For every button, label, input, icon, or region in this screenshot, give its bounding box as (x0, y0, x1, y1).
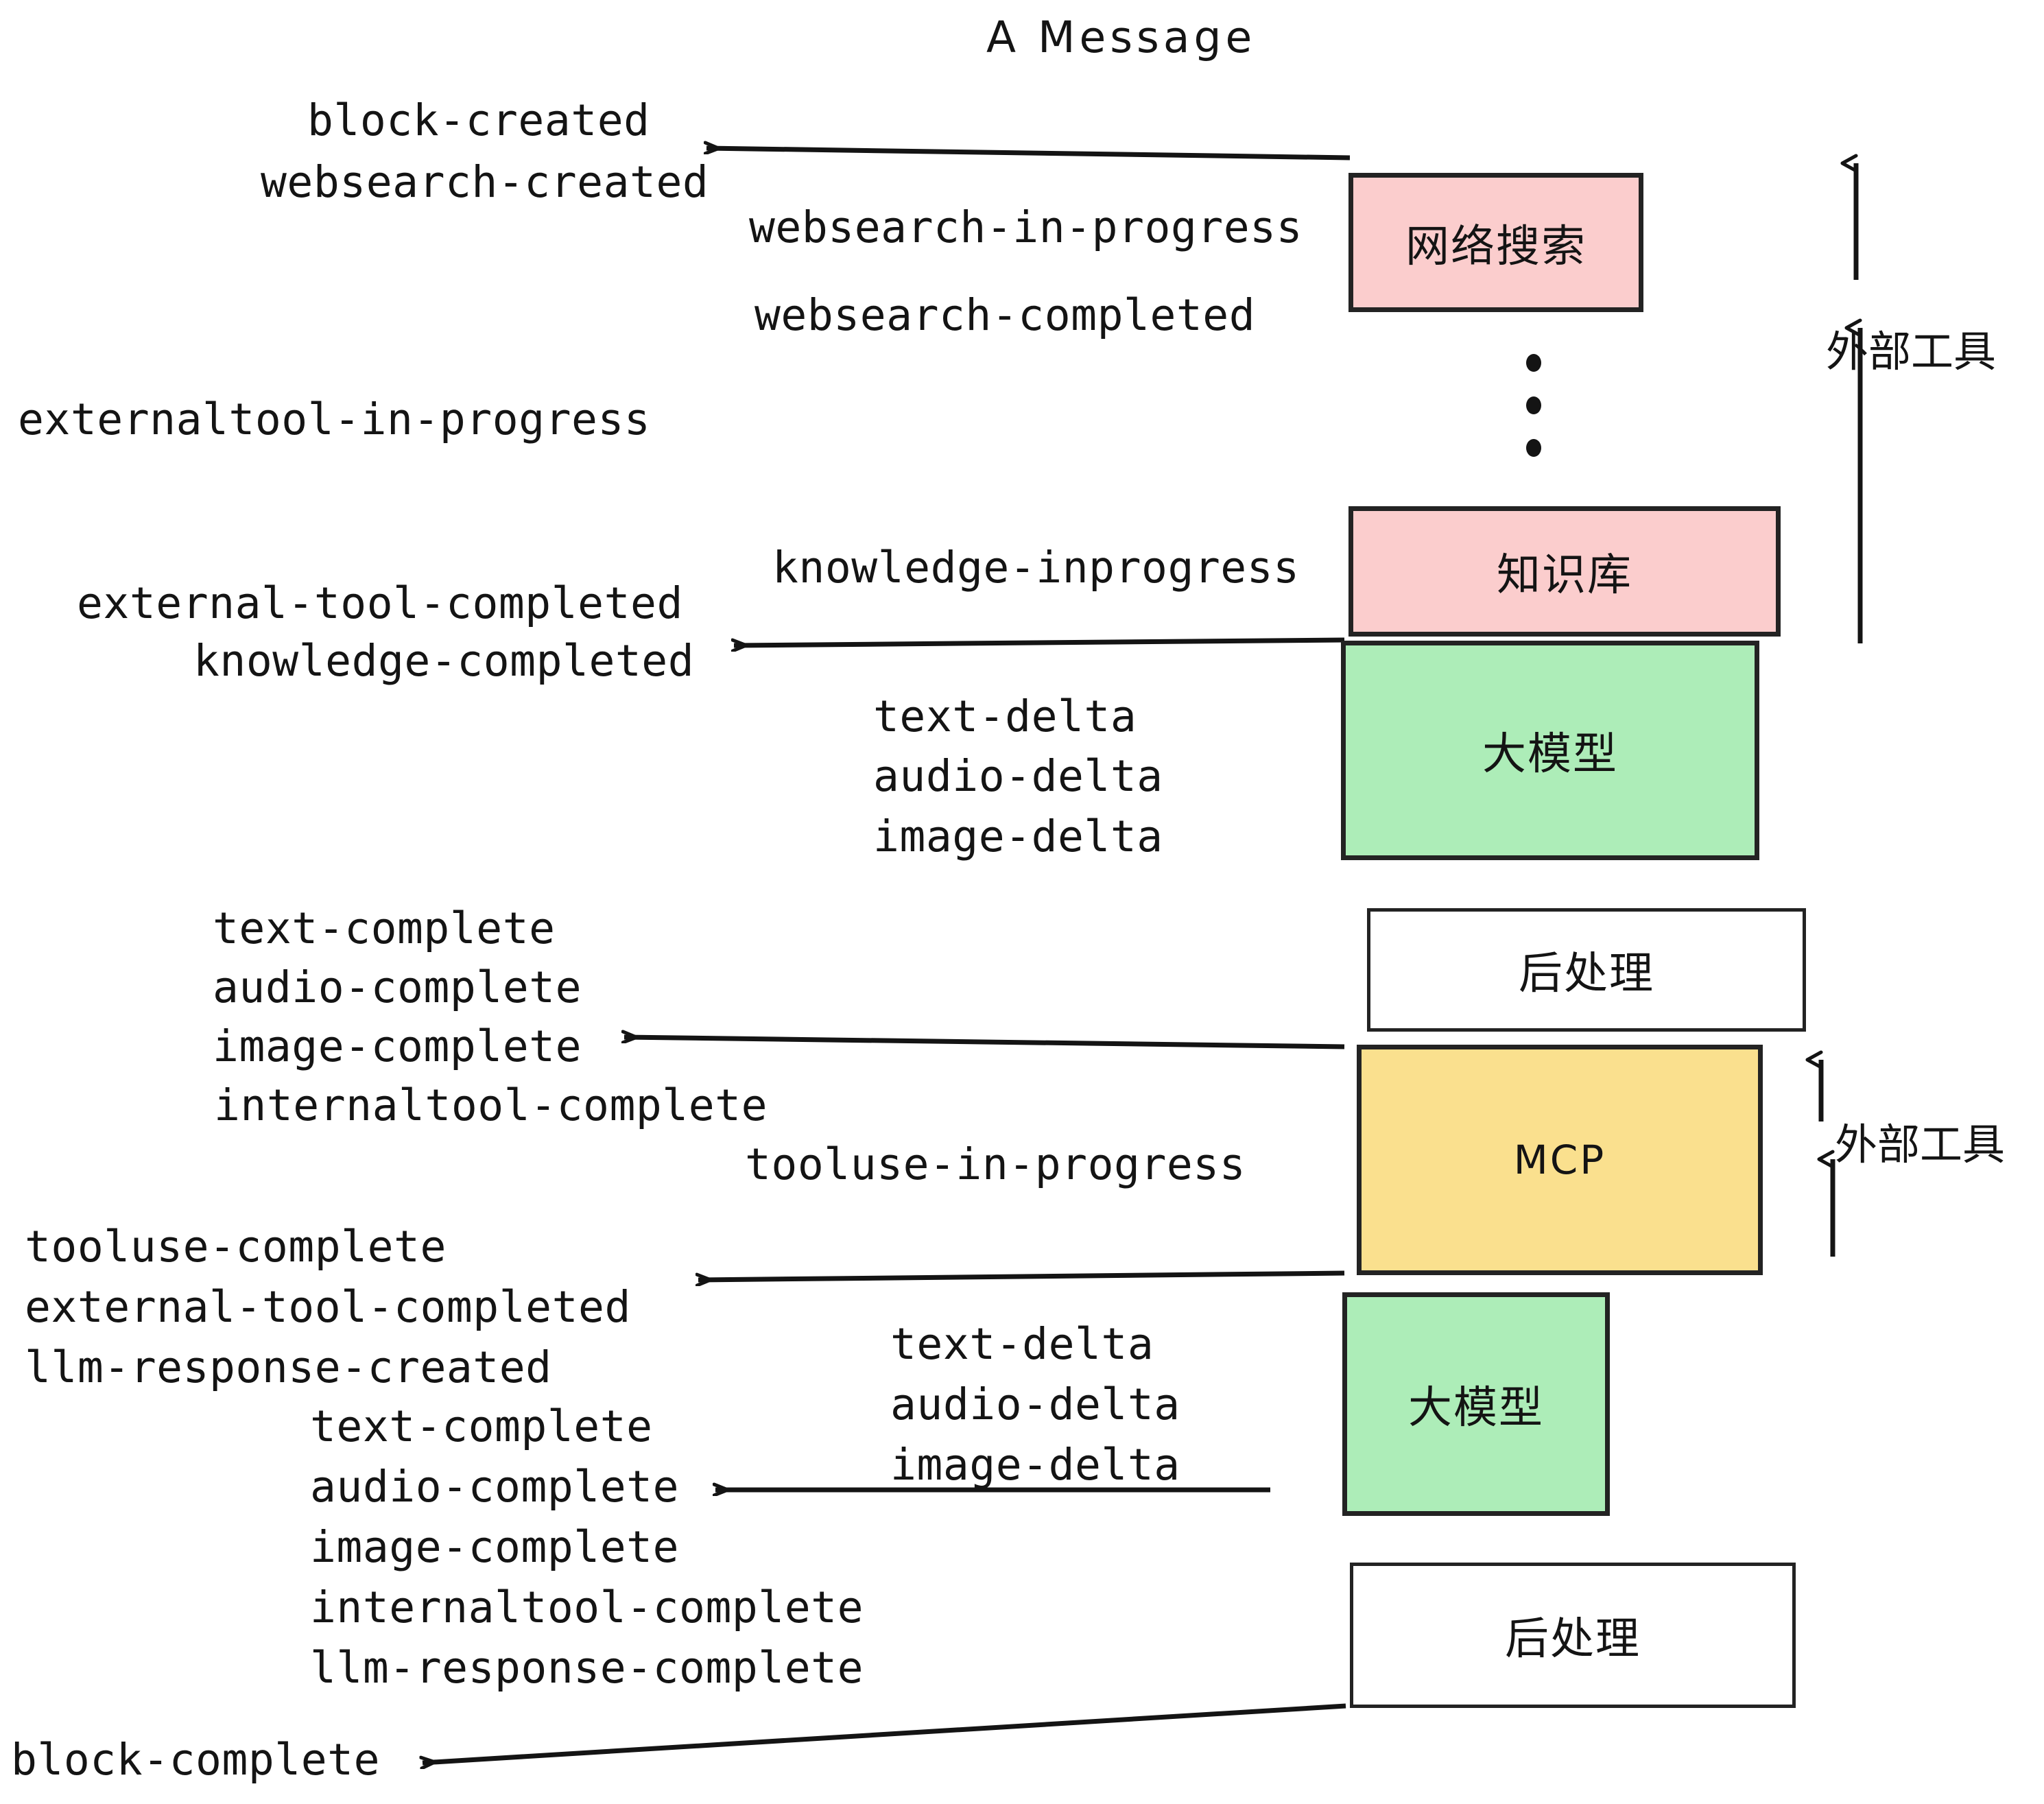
event-text-delta-1: text-delta (873, 691, 1137, 741)
node-llm-1[interactable]: 大模型 (1341, 641, 1759, 860)
node-llm-2[interactable]: 大模型 (1342, 1292, 1610, 1516)
node-llm-1-label: 大模型 (1482, 729, 1618, 780)
arrow-block-complete (423, 1703, 1346, 1763)
node-mcp[interactable]: MCP (1357, 1045, 1763, 1275)
event-tooluse-complete: tooluse-complete (25, 1222, 447, 1272)
event-websearch-completed: websearch-completed (754, 290, 1256, 340)
event-audio-complete-2: audio-complete (310, 1462, 680, 1512)
event-text-complete-1: text-complete (213, 903, 556, 953)
event-internaltool-complete-1: internaltool-complete (214, 1080, 768, 1130)
ellipsis-dot-3 (1526, 439, 1541, 457)
event-knowledge-completed: knowledge-completed (193, 636, 695, 686)
node-postprocess-2[interactable]: 后处理 (1350, 1563, 1796, 1708)
arrow-image-complete (624, 1037, 1345, 1049)
event-audio-complete-1: audio-complete (213, 962, 582, 1012)
node-websearch-label: 网络搜索 (1405, 221, 1587, 272)
node-knowledge-label: 知识库 (1497, 550, 1632, 601)
event-image-delta-2: image-delta (890, 1440, 1180, 1490)
node-knowledge[interactable]: 知识库 (1348, 506, 1781, 637)
event-externaltool-in-progress: externaltool-in-progress (18, 394, 651, 444)
event-tooluse-in-progress: tooluse-in-progress (745, 1139, 1246, 1189)
diagram-title: A Message (986, 12, 1257, 62)
event-external-tool-completed-2: external-tool-completed (25, 1282, 631, 1332)
event-websearch-created: websearch-created (261, 157, 709, 207)
event-llm-response-created: llm-response-created (25, 1342, 552, 1392)
node-mcp-label: MCP (1513, 1137, 1606, 1183)
event-internaltool-complete-2: internaltool-complete (310, 1582, 864, 1633)
event-llm-response-complete: llm-response-complete (310, 1643, 864, 1693)
event-block-created: block-created (307, 95, 650, 145)
arrow-knowledge-completed (734, 637, 1345, 645)
event-block-complete: block-complete (11, 1735, 381, 1785)
event-audio-delta-1: audio-delta (873, 751, 1163, 801)
ellipsis-dot-1 (1526, 354, 1541, 372)
node-llm-2-label: 大模型 (1408, 1383, 1544, 1434)
event-websearch-in-progress: websearch-in-progress (749, 202, 1303, 252)
event-external-tool-completed-1: external-tool-completed (77, 578, 683, 628)
arrow-external-tool-completed (698, 1270, 1345, 1280)
node-postprocess-1[interactable]: 后处理 (1367, 908, 1806, 1032)
node-postprocess-1-label: 后处理 (1519, 949, 1654, 999)
ellipsis-dot-2 (1526, 396, 1541, 414)
event-image-delta-1: image-delta (873, 811, 1163, 862)
external-tool-label-top: 外部工具 (1826, 327, 1997, 377)
arrow-websearch-created (706, 148, 1351, 161)
event-image-complete-2: image-complete (310, 1522, 680, 1572)
node-websearch[interactable]: 网络搜索 (1348, 173, 1643, 312)
event-text-delta-2: text-delta (890, 1319, 1154, 1369)
event-image-complete-1: image-complete (213, 1021, 582, 1071)
event-text-complete-2: text-complete (310, 1401, 653, 1451)
event-audio-delta-2: audio-delta (890, 1379, 1180, 1429)
event-knowledge-inprogress: knowledge-inprogress (772, 543, 1300, 593)
external-tool-label-mcp: 外部工具 (1835, 1119, 2006, 1170)
node-postprocess-2-label: 后处理 (1505, 1614, 1641, 1665)
